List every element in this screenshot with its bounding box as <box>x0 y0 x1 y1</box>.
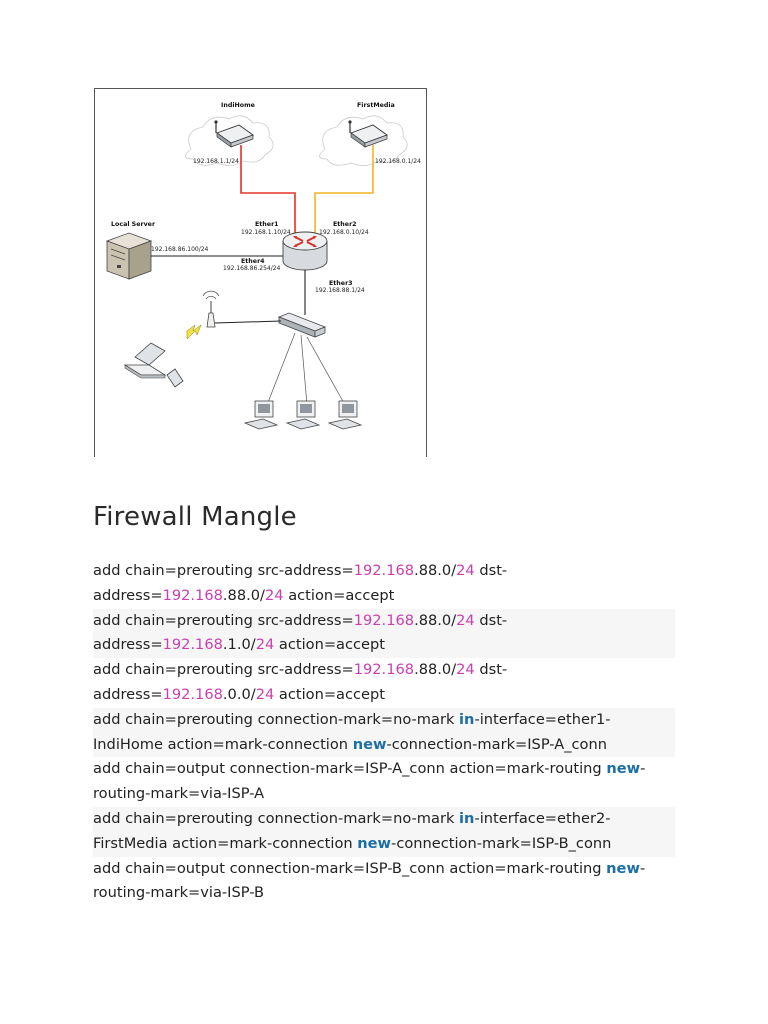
ether4-ip: 192.168.86.254/24 <box>223 265 281 272</box>
ether1-ip: 192.168.1.10/24 <box>241 229 291 236</box>
code-text: .88.0/ <box>414 611 457 629</box>
code-text: .88.0/ <box>414 562 457 579</box>
server-name: Local Server <box>111 221 156 228</box>
code-text: add chain=output connection-mark=ISP-A_c… <box>93 760 607 778</box>
server-icon <box>105 232 153 280</box>
code-text: -connection-mark=ISP-A_conn <box>386 735 607 753</box>
code-keyword: new <box>606 859 640 877</box>
code-number: 192.168 <box>353 661 415 679</box>
code-text: .88.0/ <box>222 586 265 604</box>
code-number: 192.168 <box>353 562 415 579</box>
code-text: -interface=ether2- <box>474 809 611 827</box>
code-text: dst- <box>474 661 508 679</box>
code-text: routing-mark=via-ISP-B <box>93 884 264 902</box>
isp1-link <box>240 145 296 235</box>
code-line: address=192.168.88.0/24 action=accept <box>93 584 675 609</box>
code-text: add chain=prerouting src-address= <box>93 611 354 629</box>
workstation-icon <box>243 400 279 430</box>
code-text: - <box>640 760 646 778</box>
isp2-ip: 192.168.0.1/24 <box>375 158 421 165</box>
laptop-icon <box>123 342 167 379</box>
code-text: action=accept <box>283 586 395 604</box>
network-diagram: IndiHome FirstMedia 192.168.1.1/24 192.1… <box>94 88 427 457</box>
code-number: 24 <box>456 611 475 629</box>
code-text: .88.0/ <box>414 661 457 679</box>
code-line: add chain=prerouting src-address=192.168… <box>93 608 675 634</box>
modem-icon <box>214 120 254 148</box>
code-text: -interface=ether1- <box>474 710 611 728</box>
code-line: routing-mark=via-ISP-B <box>93 881 675 906</box>
code-text: address= <box>93 586 163 604</box>
section-heading: Firewall Mangle <box>93 502 297 532</box>
code-number: 24 <box>456 562 475 579</box>
modem-icon <box>348 120 388 148</box>
code-number: 192.168 <box>162 685 223 703</box>
ap-link <box>214 320 282 324</box>
code-text: FirstMedia action=mark-connection <box>93 834 358 852</box>
workstation-icon <box>327 400 363 430</box>
isp1-ip: 192.168.1.1/24 <box>193 158 239 165</box>
code-keyword: new <box>357 834 392 852</box>
pc-link <box>306 336 346 406</box>
code-number: 24 <box>456 661 475 679</box>
code-line: add chain=prerouting connection-mark=no-… <box>93 707 675 733</box>
code-text: add chain=prerouting src-address= <box>93 562 354 579</box>
isp1-name: IndiHome <box>221 102 255 109</box>
code-text: action=accept <box>274 636 386 654</box>
code-number: 24 <box>255 636 275 654</box>
code-line: routing-mark=via-ISP-A <box>93 782 675 807</box>
handheld-icon <box>166 368 184 388</box>
isp2-name: FirstMedia <box>357 102 395 109</box>
code-text: add chain=prerouting src-address= <box>93 661 354 679</box>
code-line: add chain=output connection-mark=ISP-A_c… <box>93 757 675 782</box>
code-keyword: in <box>459 710 475 728</box>
code-number: 192.168 <box>162 586 223 604</box>
router-icon <box>282 231 328 271</box>
workstation-icon <box>285 400 321 430</box>
code-line: address=192.168.0.0/24 action=accept <box>93 683 675 708</box>
code-block: add chain=prerouting src-address=192.168… <box>93 559 675 906</box>
code-text: address= <box>93 685 163 703</box>
code-text: dst- <box>474 562 508 579</box>
code-text: .0.0/ <box>222 685 256 703</box>
code-text: IndiHome action=mark-connection <box>93 735 353 753</box>
access-point-icon <box>202 290 220 328</box>
ether3-name: Ether3 <box>329 280 353 287</box>
code-text: add chain=output connection-mark=ISP-B_c… <box>93 859 607 877</box>
code-line: add chain=prerouting src-address=192.168… <box>93 658 675 683</box>
code-text: add chain=prerouting connection-mark=no-… <box>93 710 460 728</box>
code-text: add chain=prerouting connection-mark=no-… <box>93 809 460 827</box>
code-text: -connection-mark=ISP-B_conn <box>391 834 612 852</box>
code-line: add chain=prerouting src-address=192.168… <box>93 559 675 584</box>
code-text: address= <box>93 636 163 654</box>
ether4-name: Ether4 <box>241 258 265 265</box>
code-text: dst- <box>474 611 508 629</box>
ether1-name: Ether1 <box>255 221 279 228</box>
code-keyword: in <box>459 809 475 827</box>
code-text: routing-mark=via-ISP-A <box>93 785 265 803</box>
ether3-ip: 192.168.88.1/24 <box>315 287 365 294</box>
code-number: 24 <box>264 586 284 604</box>
code-line: add chain=prerouting connection-mark=no-… <box>93 806 675 832</box>
code-number: 192.168 <box>162 636 223 654</box>
code-number: 192.168 <box>353 611 415 629</box>
ether2-ip: 192.168.0.10/24 <box>319 229 369 236</box>
code-number: 24 <box>255 685 275 703</box>
code-text: action=accept <box>274 685 386 703</box>
code-keyword: new <box>352 735 387 753</box>
switch-icon <box>277 312 327 338</box>
code-keyword: new <box>606 760 641 778</box>
wireless-icon <box>186 324 202 340</box>
isp2-link <box>314 145 374 235</box>
code-line: FirstMedia action=mark-connection new-co… <box>93 831 675 857</box>
code-line: address=192.168.1.0/24 action=accept <box>93 633 675 659</box>
pc-link <box>266 332 296 406</box>
code-text: .1.0/ <box>222 636 256 654</box>
pc-link <box>300 334 308 406</box>
code-line: add chain=output connection-mark=ISP-B_c… <box>93 857 675 882</box>
code-line: IndiHome action=mark-connection new-conn… <box>93 732 675 758</box>
code-text: - <box>639 859 646 877</box>
ether2-name: Ether2 <box>333 221 357 228</box>
server-ip: 192.168.86.100/24 <box>151 246 209 253</box>
